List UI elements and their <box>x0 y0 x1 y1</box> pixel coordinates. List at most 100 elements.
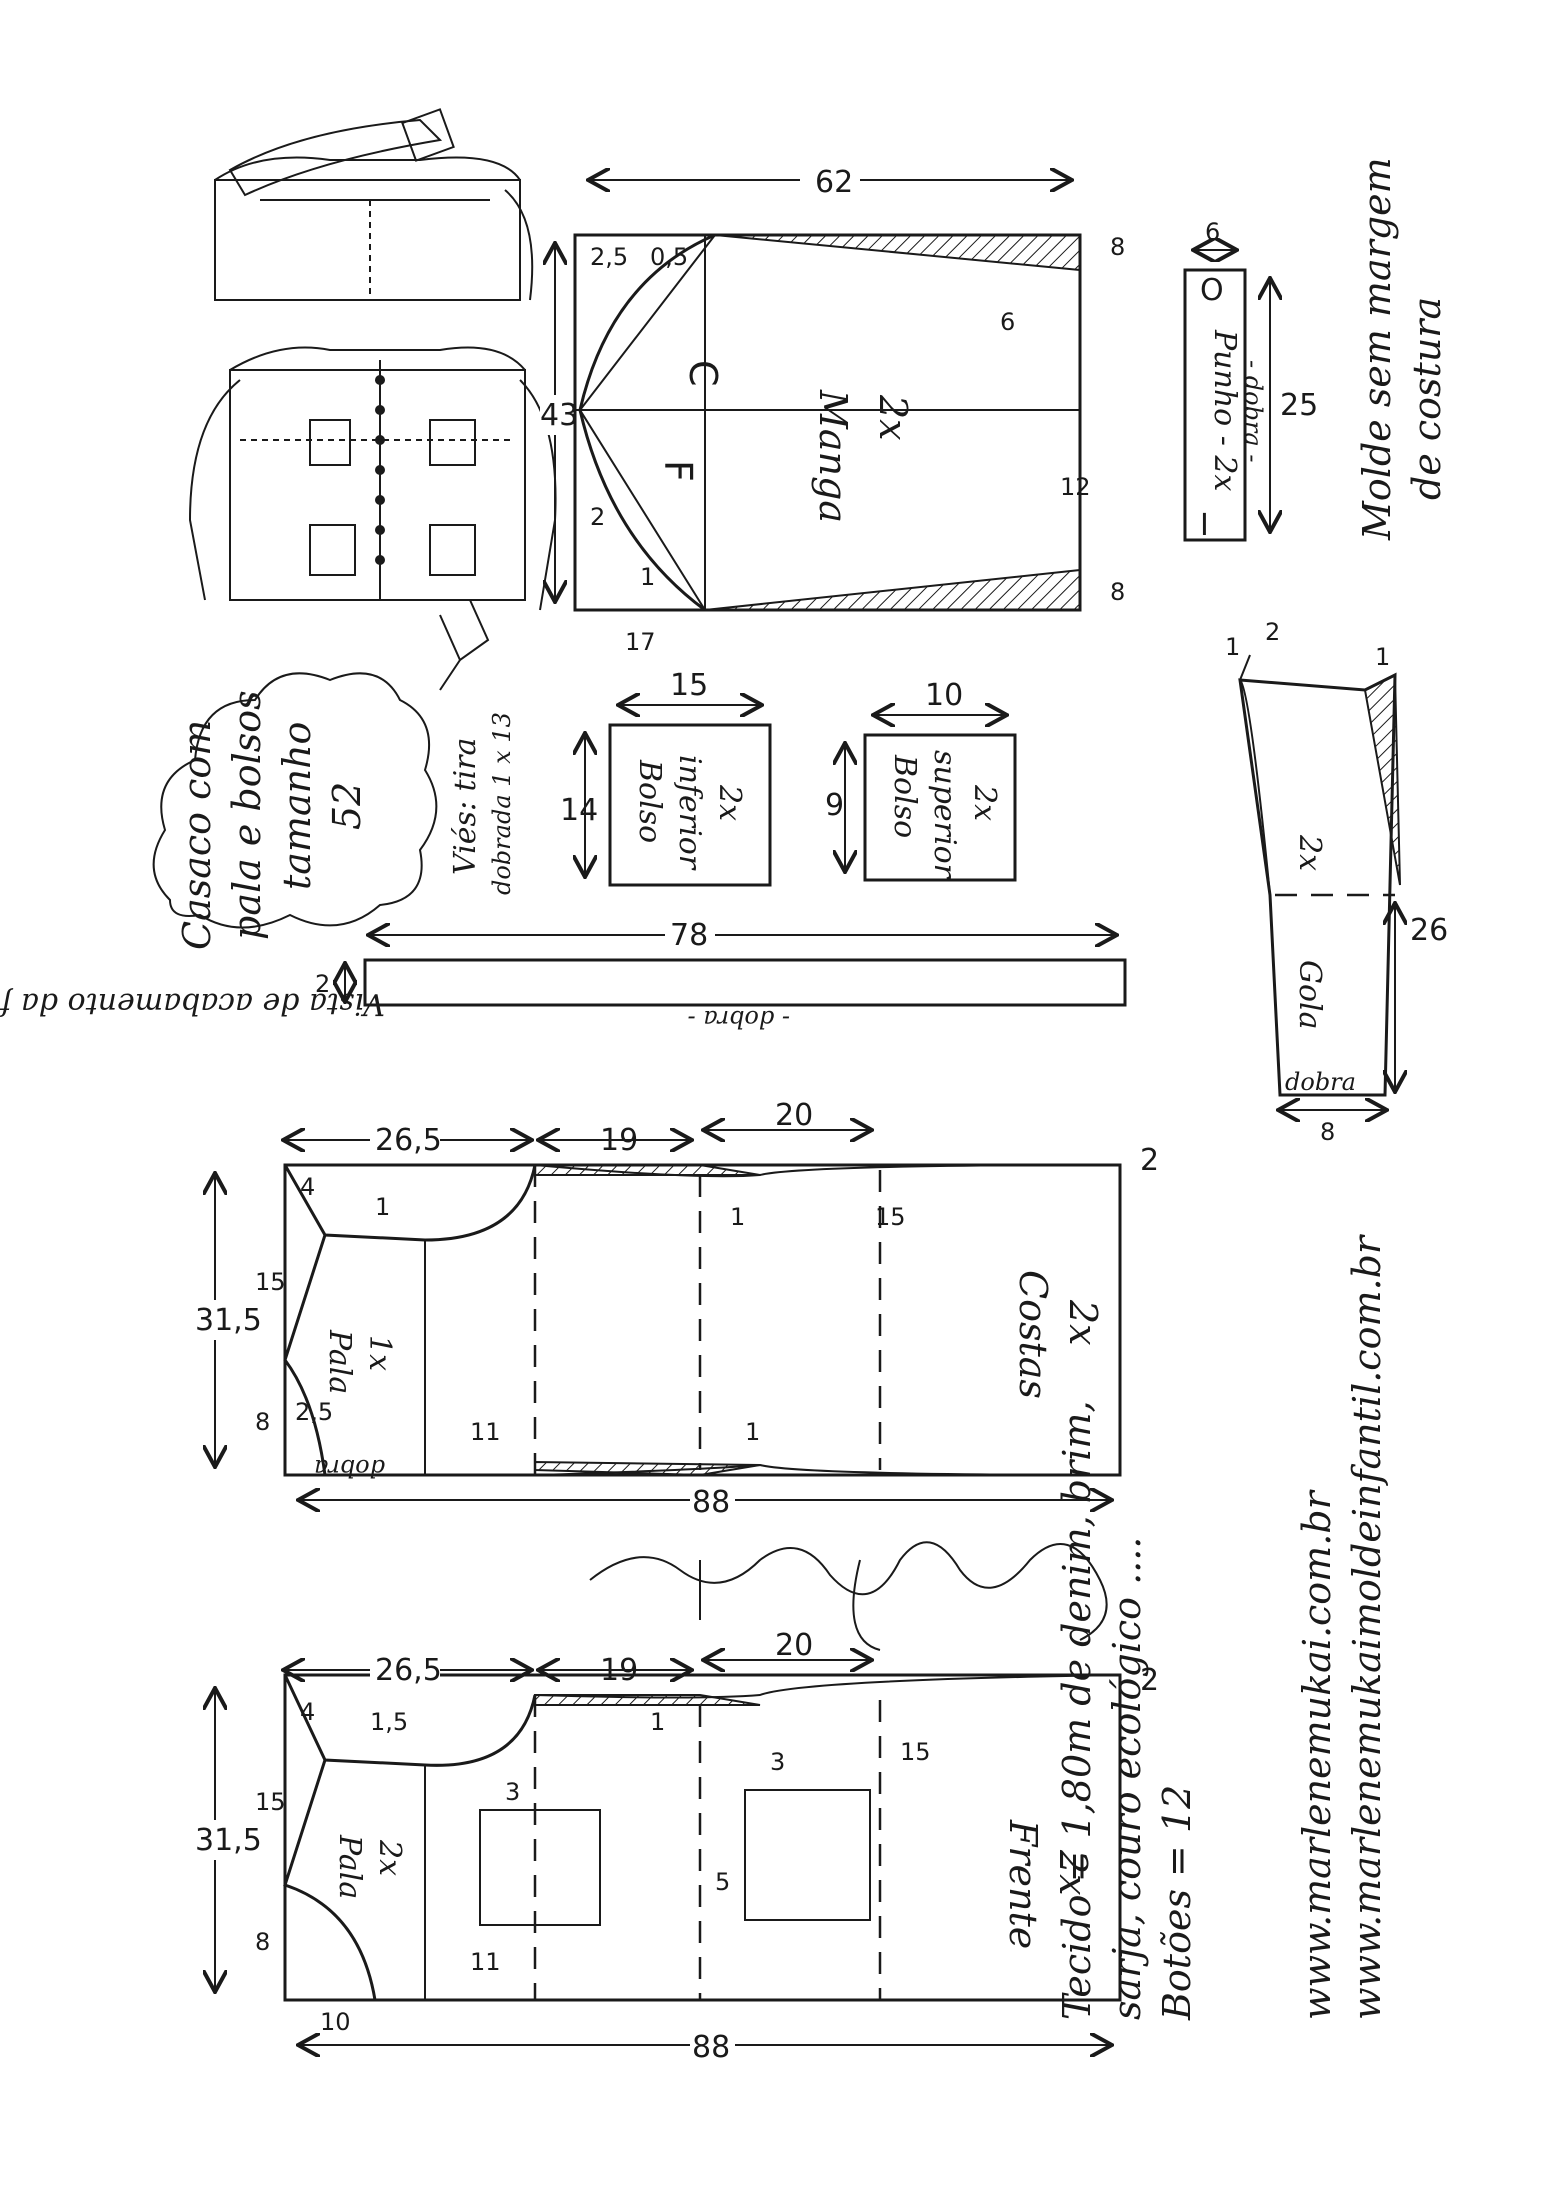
back-dim-neck-depth: 2,5 <box>295 1398 333 1426</box>
front-dim-pocket-top: 3 <box>505 1778 520 1806</box>
front-dim-neck: 8 <box>255 1928 270 1956</box>
back-piece: Pala 1x dobra Costas 2x 26,5 19 20 2 15 … <box>195 1098 1159 1520</box>
sleeve-count: 2x <box>871 394 915 441</box>
back-dim-side-in: 1 <box>745 1418 760 1446</box>
pocket-lower-label: Bolso <box>632 759 667 843</box>
front-dim-pocket-side: 5 <box>715 1868 730 1896</box>
cuff-height: 6 <box>1205 218 1220 246</box>
front-dim-armhole-in: 1 <box>650 1708 665 1736</box>
facing-width: 2 <box>315 970 330 998</box>
sleeve-dim-1: 0,5 <box>650 243 688 271</box>
front-yoke-count: 2x <box>372 1839 407 1876</box>
pocket-upper-label2: superior <box>927 750 962 880</box>
pocket-lower-count: 2x <box>712 784 747 821</box>
back-dim-hip: 15 <box>875 1203 906 1231</box>
sleeve-dim-2: 2 <box>590 503 605 531</box>
back-dim-pala: 15 <box>255 1268 286 1296</box>
front-dim-pala: 15 <box>255 1788 286 1816</box>
back-dim-armhole-top: 26,5 <box>375 1123 442 1158</box>
title-line3: tamanho <box>275 722 319 890</box>
sleeve-dim-0: 2,5 <box>590 243 628 271</box>
websites-note: www.marlenemukai.com.br www.marlenemukai… <box>1295 1233 1389 2020</box>
collar-length: 26 <box>1410 913 1448 948</box>
back-dim-shoulder-in: 1 <box>375 1193 390 1221</box>
back-label: Costas <box>1011 1270 1055 1399</box>
facing-fold: - dobra - <box>688 1005 790 1033</box>
front-dim-pala-depth: 11 <box>470 1948 501 1976</box>
sleeve-dim-7: 6 <box>1000 308 1015 336</box>
back-dim-shoulder-top: 4 <box>300 1173 315 1201</box>
back-dim-armhole: 19 <box>600 1123 638 1158</box>
pocket-lower-height: 14 <box>560 793 598 828</box>
title-line1: Casaco com <box>175 720 219 950</box>
back-count: 2x <box>1061 1299 1105 1346</box>
title-line2: pala e bolsos <box>225 690 269 940</box>
materials-line1: Tecido = 1,80m de denim, brim, <box>1055 1400 1099 2020</box>
collar-label: Gola <box>1292 960 1327 1030</box>
back-yoke-count: 1x <box>362 1335 397 1371</box>
back-dim-neck: 8 <box>255 1408 270 1436</box>
collar-dim-0: 1 <box>1225 633 1240 661</box>
jacket-illustration <box>188 108 557 691</box>
collar-width: 8 <box>1320 1118 1335 1146</box>
cuff-fold: - dobra - <box>1239 360 1267 462</box>
sleeve-label: Manga <box>811 389 855 523</box>
facing-label: Vista de acabamento da frente - 2x <box>0 986 385 1021</box>
materials-line3: Botões = 12 <box>1155 1785 1199 2021</box>
cuff-length: 25 <box>1280 388 1318 423</box>
pocket-lower: Bolso inferior 2x 15 14 <box>560 668 772 887</box>
front-dim-waist: 20 <box>775 1628 813 1663</box>
pocket-upper-label: Bolso <box>887 754 922 838</box>
sleeve-height: 43 <box>540 398 578 433</box>
facing-length: 78 <box>670 918 708 953</box>
front-dim-shoulder-top: 4 <box>300 1698 315 1726</box>
front-dim-hem: 2 <box>1140 1663 1159 1698</box>
front-yoke-label: Pala <box>332 1834 367 1899</box>
materials-line2: sarja, couro ecológico .... <box>1105 1537 1149 2020</box>
collar-fold: dobra <box>1285 1068 1356 1096</box>
website-line1: www.marlenemukai.com.br <box>1295 1488 1339 2020</box>
back-dim-height: 31,5 <box>195 1303 262 1338</box>
front-dim-armhole: 19 <box>600 1653 638 1688</box>
sleeve-dim-6: 8 <box>1110 578 1125 606</box>
title-size: 52 <box>325 782 369 830</box>
back-dim-pala-depth: 11 <box>470 1418 501 1446</box>
signature: Marlene Mukai <box>589 1541 1108 1651</box>
title-cloud: Casaco com pala e bolsos tamanho 52 <box>152 672 438 950</box>
front-dim-hip: 15 <box>900 1738 931 1766</box>
button-row <box>375 375 385 565</box>
front-piece: Pala 2x Frente 2x 26,5 19 20 2 15 31,5 4… <box>195 1628 1159 2065</box>
pocket-lower-label2: inferior <box>672 755 707 871</box>
sleeve-dim-5: 8 <box>1110 233 1125 261</box>
cuff-mark-left: I <box>1200 508 1209 543</box>
cuff-mark-right: O <box>1200 273 1224 308</box>
sleeve-dim-4: 17 <box>625 628 656 656</box>
facing-piece: Vista de acabamento da frente - 2x - dob… <box>0 918 1127 1033</box>
signature-text: Marlene Mukai <box>759 1593 993 1628</box>
sleeve-width: 62 <box>815 165 853 200</box>
sleeve-dim-3: 1 <box>640 563 655 591</box>
sleeve-dim-8: 12 <box>1060 473 1091 501</box>
pocket-upper-height: 9 <box>825 788 844 823</box>
bias-note-line1: Viés: tira <box>448 738 483 875</box>
front-dim-neck-side: 10 <box>320 2008 351 2036</box>
sleeve-piece: C F Manga 2x 62 43 2,5 0,5 2 1 17 8 8 6 … <box>540 165 1125 656</box>
bias-note: Viés: tira dobrada 1 x 13 <box>448 712 516 895</box>
back-dim-waist: 20 <box>775 1098 813 1133</box>
front-dim-armhole-top: 26,5 <box>375 1653 442 1688</box>
pocket-lower-width: 15 <box>670 668 708 703</box>
sleeve-back-mark: C <box>681 360 725 387</box>
front-dim-length: 88 <box>692 2030 730 2065</box>
back-yoke-label: Pala <box>322 1329 357 1394</box>
margin-note: Molde sem margem de costura <box>1355 157 1449 541</box>
back-dim-armhole-in: 1 <box>730 1203 745 1231</box>
website-line2: www.marlenemukaimoldeinfantil.com.br <box>1345 1233 1389 2020</box>
back-fold: dobra <box>314 1454 385 1482</box>
pocket-upper: Bolso superior 2x 10 9 <box>825 678 1017 882</box>
collar-dim-1: 2 <box>1265 618 1280 646</box>
front-dim-height: 31,5 <box>195 1823 262 1858</box>
margin-note-line1: Molde sem margem <box>1355 157 1399 541</box>
back-dim-hem: 2 <box>1140 1143 1159 1178</box>
